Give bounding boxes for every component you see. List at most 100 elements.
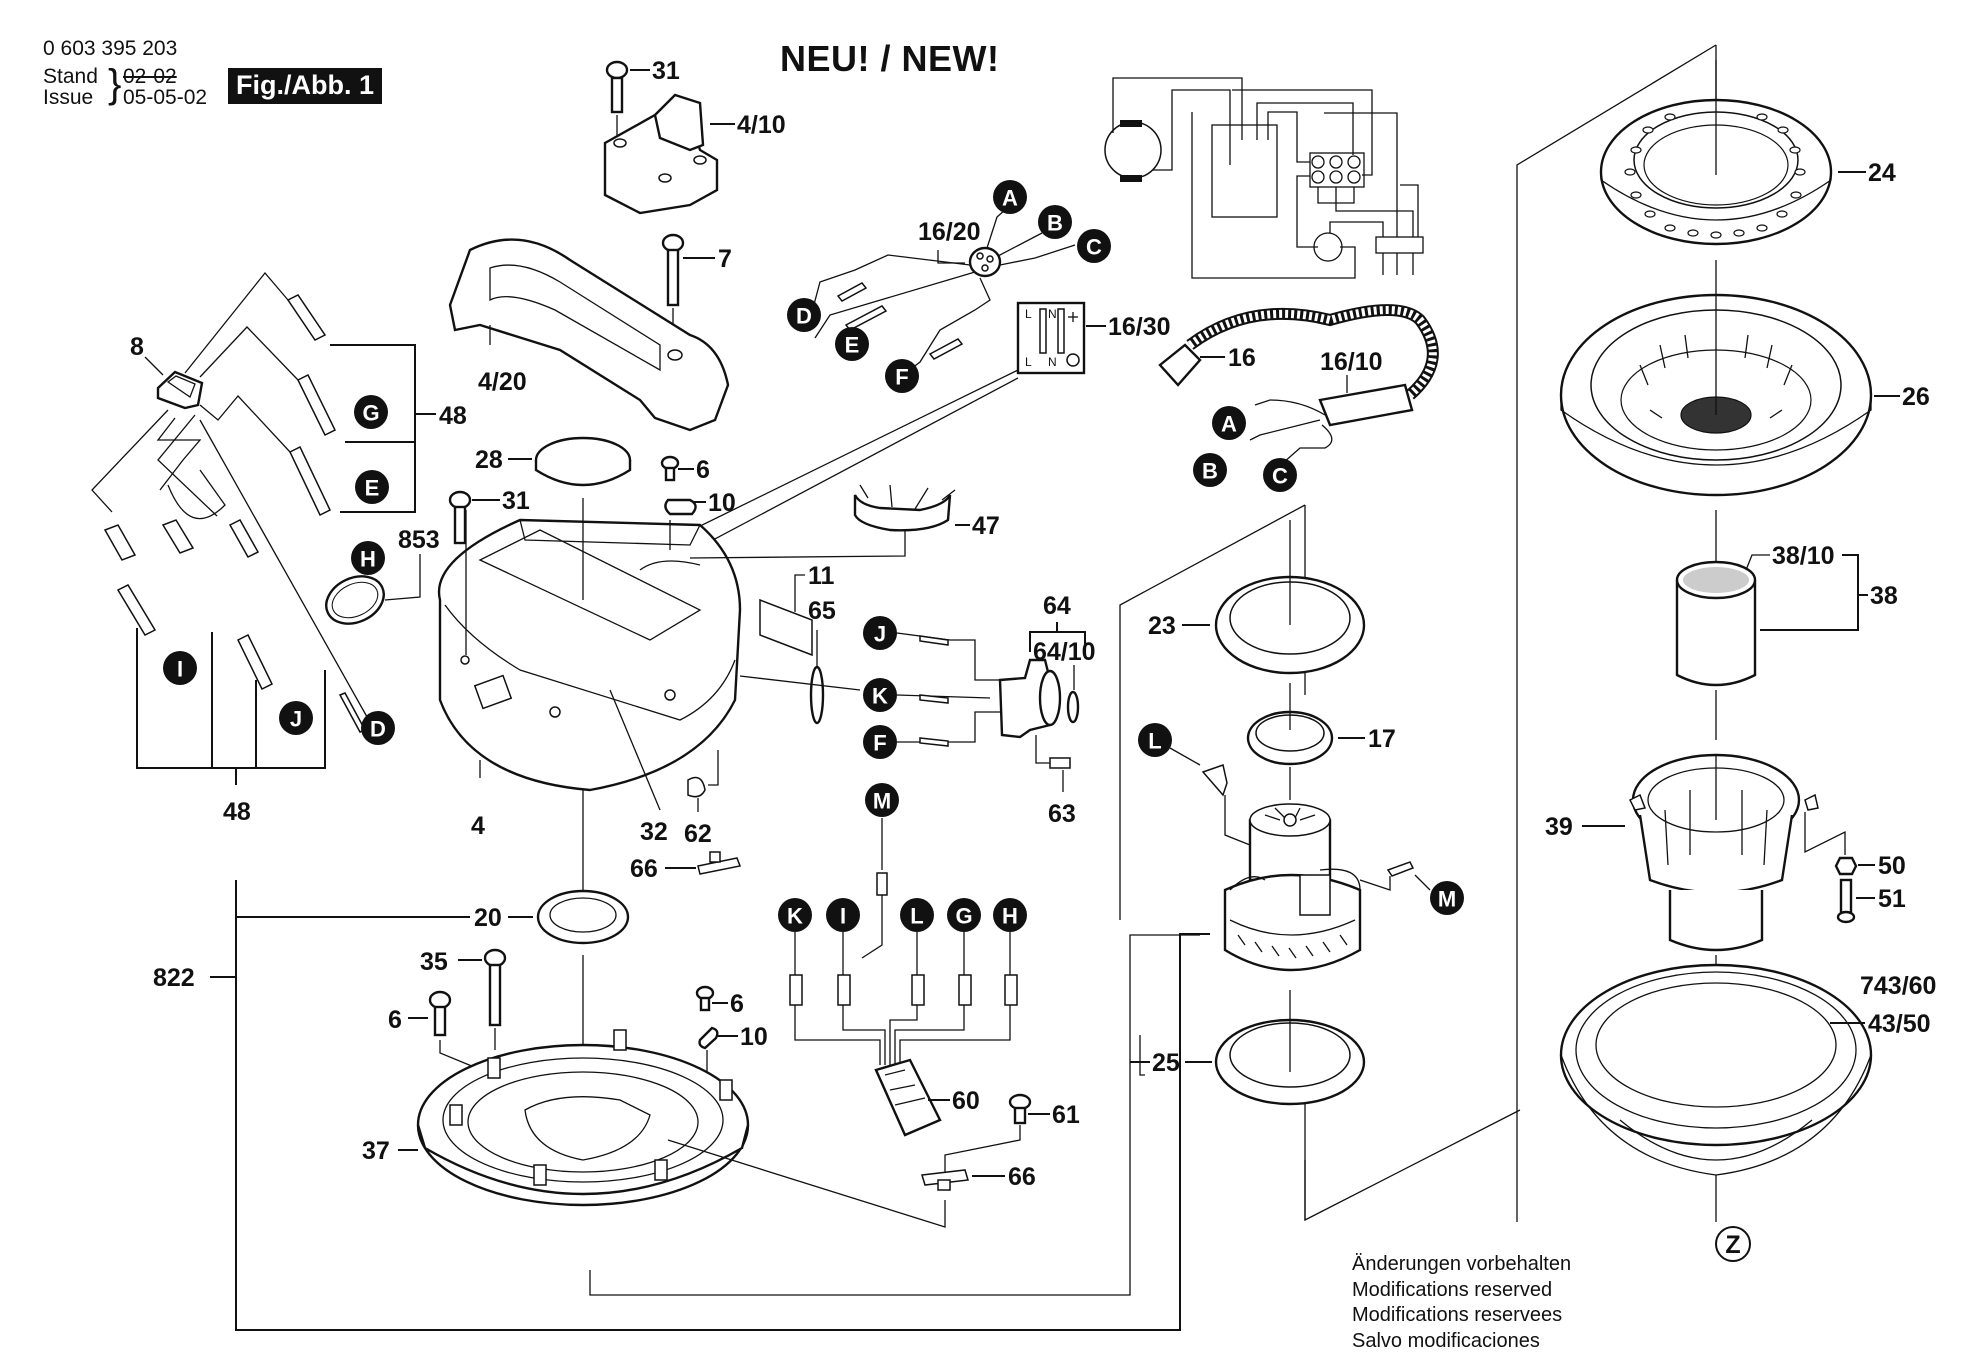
harness-wires (91, 271, 381, 741)
bracket-48-right (330, 344, 436, 513)
gasket-ring-23 (1182, 520, 1366, 675)
label-822: 822 (153, 964, 195, 992)
connector-m-mid: M (873, 789, 891, 814)
connector-f-mid: F (873, 731, 886, 756)
connector-d-top: D (796, 304, 812, 329)
note-line-fr: Modifications reservees (1352, 1304, 1563, 1326)
label-26: 26 (1902, 383, 1930, 411)
ring-25 (1130, 990, 1366, 1106)
connector-c-cord: C (1272, 464, 1288, 489)
connector-j-mid: J (874, 622, 886, 647)
connector-k-mid: K (872, 684, 888, 709)
screw-6-top (660, 455, 694, 482)
label-6-left: 6 (388, 1006, 402, 1034)
label-16-10: 16/10 (1320, 348, 1383, 376)
filter-38 (1675, 510, 1868, 687)
connector-h-row: H (1002, 904, 1018, 929)
connector-badges-top: A B C D E F (787, 180, 1111, 393)
connector-badges-cord: A B C (1193, 406, 1297, 492)
label-16-30: 16/30 (1108, 313, 1171, 341)
float-cage-39 (1582, 690, 1846, 952)
connector-l-row: L (910, 904, 923, 929)
screw-6-right (695, 985, 728, 1012)
modifications-note: Änderungen vorbehalten Modifications res… (1352, 1252, 1571, 1354)
label-32: 32 (640, 818, 668, 846)
bracket-48-bottom (136, 628, 326, 785)
label-25: 25 (1152, 1049, 1180, 1077)
filter-cage-26 (1559, 260, 1900, 497)
label-4: 4 (471, 812, 485, 840)
note-line-en: Modifications reserved (1352, 1278, 1553, 1301)
connector-g-row: G (955, 904, 972, 929)
detail-marker-z: Z (1715, 1226, 1751, 1262)
label-20: 20 (474, 904, 502, 932)
label-17: 17 (1368, 725, 1396, 753)
motor-housing-4 (437, 510, 742, 792)
connector-l-motor: L (1148, 729, 1161, 754)
connector-j-left: J (290, 707, 302, 732)
motor (1201, 764, 1415, 972)
connector-badges-mid: J K F M (863, 616, 899, 817)
label-6-top: 6 (696, 456, 710, 484)
handle-4-20 (448, 238, 730, 432)
switch-64 (896, 622, 1086, 792)
connector-h-left: H (360, 547, 376, 572)
terminal-l-top: L (1025, 307, 1032, 321)
label-66-right: 66 (1008, 1163, 1036, 1191)
label-23: 23 (1148, 612, 1176, 640)
connector-b-cord: B (1202, 459, 1218, 484)
pin-e-top (844, 305, 888, 331)
connector-i-row: I (840, 904, 846, 929)
label-7: 7 (718, 245, 732, 273)
power-cord-16 (1158, 304, 1439, 471)
label-62: 62 (684, 820, 712, 848)
screw-61 (944, 1093, 1050, 1172)
cable-holder-47 (689, 484, 970, 559)
label-39: 39 (1545, 813, 1573, 841)
figure-badge: Fig./Abb. 1 (228, 68, 382, 104)
clip-62 (687, 750, 719, 812)
gasket-65 (739, 630, 861, 725)
connector-a-top: A (1002, 186, 1018, 211)
label-8: 8 (130, 333, 144, 361)
ring-17 (1246, 683, 1365, 766)
connector-m-motor: M (1438, 887, 1456, 912)
label-35: 35 (420, 948, 448, 976)
connector-g-left: G (362, 401, 379, 426)
connector-c-top: C (1086, 235, 1102, 260)
label-38: 38 (1870, 582, 1898, 610)
label-z: Z (1725, 1231, 1740, 1259)
label-64-10: 64/10 (1033, 638, 1096, 666)
terminal-n-top: N (1048, 307, 1057, 321)
hose-clamp-853 (325, 554, 421, 625)
seal-43-50 (1559, 955, 1873, 1222)
note-line-es: Salvo modificaciones (1352, 1329, 1540, 1352)
label-37: 37 (362, 1137, 390, 1165)
connector-f-top: F (895, 365, 908, 390)
issue-label: Issue (43, 86, 94, 109)
issue-date: 05-05-02 (123, 86, 208, 109)
label-61: 61 (1052, 1101, 1080, 1129)
part-number: 0 603 395 203 (43, 37, 178, 60)
wiring-schematic (1104, 77, 1424, 279)
connector-k-row: K (787, 904, 803, 929)
label-28: 28 (475, 446, 503, 474)
circuit-board-60 (874, 1058, 950, 1137)
label-31-mid: 31 (502, 487, 530, 515)
terminal-n-bottom: N (1048, 355, 1057, 369)
label-51: 51 (1878, 885, 1906, 913)
clip-66-left (665, 851, 742, 875)
terminal-pins-left (103, 294, 367, 733)
label-16-20: 16/20 (918, 218, 981, 246)
label-50: 50 (1878, 852, 1906, 880)
connector-e-top: E (845, 333, 860, 358)
old-date: 02-02 (123, 65, 177, 88)
clip-66-right (921, 1169, 1005, 1191)
stand-label: Stand (43, 65, 98, 88)
brace: } (108, 62, 122, 106)
label-43-50: 43/50 (1868, 1010, 1931, 1038)
connector-a-cord: A (1221, 412, 1237, 437)
switch-8 (144, 356, 204, 410)
connector-e-left: E (365, 476, 380, 501)
